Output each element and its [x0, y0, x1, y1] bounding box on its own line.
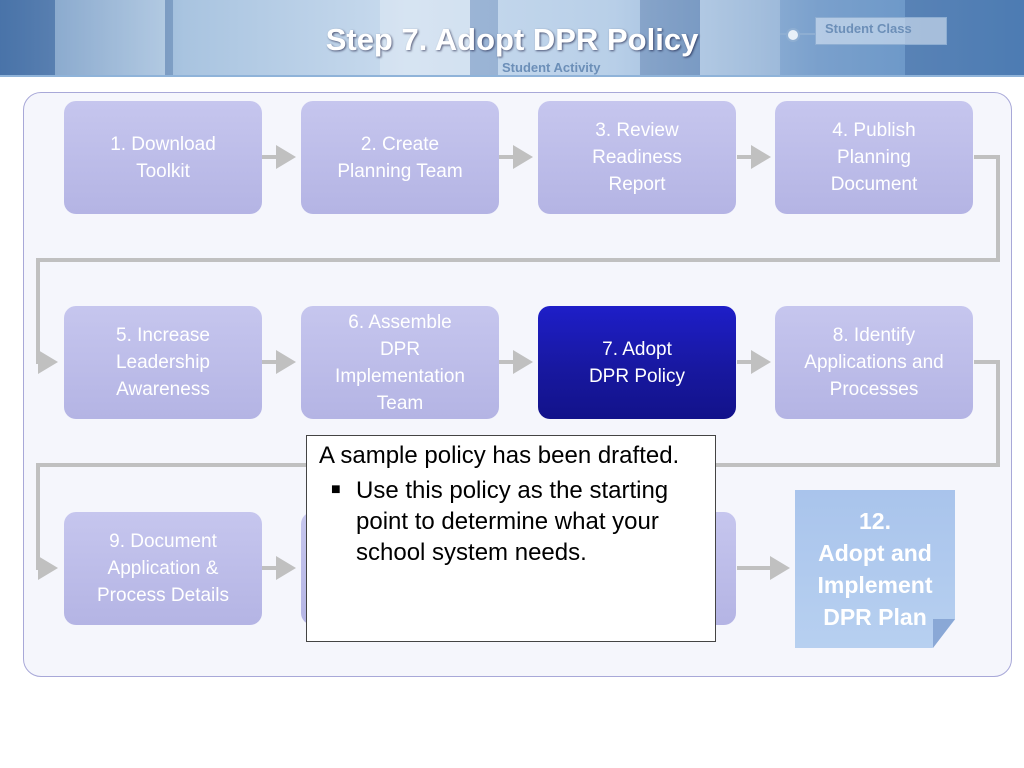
step-2-create-planning-team[interactable]: 2. Create Planning Team — [301, 101, 499, 214]
step-2-label: 2. Create Planning Team — [337, 133, 463, 182]
step-8-identify-applications[interactable]: 8. Identify Applications and Processes — [775, 306, 973, 419]
step-5-label: 5. Increase Leadership Awareness — [115, 325, 211, 400]
page-title: Step 7. Adopt DPR Policy — [325, 22, 699, 57]
arrow-4-5 — [36, 155, 1000, 374]
step-8-label: 8. Identify Applications and Processes — [804, 325, 944, 400]
step-3-label: 3. Review Readiness Report — [592, 120, 682, 195]
step-7-adopt-dpr-policy[interactable]: 7. Adopt DPR Policy — [538, 306, 736, 419]
step-6-assemble-team[interactable]: 6. Assemble DPR Implementation Team — [301, 306, 499, 419]
step-9-label: 9. Document Application & Process Detail… — [97, 531, 229, 606]
callout-bullet-text: Use this policy as the starting point to… — [356, 477, 669, 566]
watermark-box — [815, 17, 947, 45]
step-5-increase-leadership-awareness[interactable]: 5. Increase Leadership Awareness — [64, 306, 262, 419]
watermark-bottom: Student Activity — [502, 60, 601, 75]
step-3-review-readiness-report[interactable]: 3. Review Readiness Report — [538, 101, 736, 214]
step-4-label: 4. Publish Planning Document — [830, 120, 918, 195]
step-4-publish-planning-document[interactable]: 4. Publish Planning Document — [775, 101, 973, 214]
callout-bullet-item: ■ Use this policy as the starting point … — [319, 475, 703, 568]
callout-text: A sample policy has been drafted. — [319, 442, 680, 469]
step-9-document-details[interactable]: 9. Document Application & Process Detail… — [64, 512, 262, 625]
step-1-label: 1. Download Toolkit — [110, 133, 216, 182]
header-divider — [0, 75, 1024, 77]
header-banner: Student Class Student Activity Step 7. A… — [0, 0, 1024, 75]
step-6-label: 6. Assemble DPR Implementation Team — [335, 311, 465, 414]
step-12-adopt-implement-plan[interactable]: 12. Adopt and Implement DPR Plan — [795, 490, 955, 648]
callout-box: A sample policy has been drafted. ■ Use … — [306, 435, 716, 642]
step-1-download-toolkit[interactable]: 1. Download Toolkit — [64, 101, 262, 214]
step-12-label: 12. Adopt and Implement DPR Plan — [817, 508, 933, 630]
step-7-label: 7. Adopt DPR Policy — [588, 338, 686, 387]
square-bullet-icon: ■ — [331, 481, 341, 498]
watermark-node — [786, 28, 800, 42]
watermark-top: Student Class — [825, 21, 912, 36]
